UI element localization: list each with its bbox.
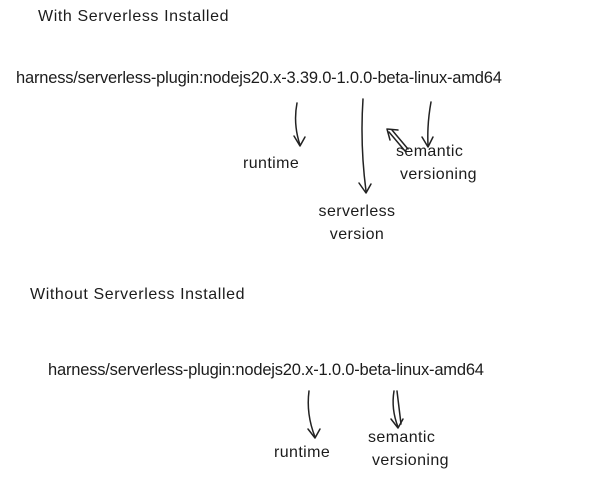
semantic-versioning-arrow-2 <box>392 390 402 428</box>
semantic-versioning-label-2-line2: versioning <box>372 452 449 469</box>
runtime-arrow-2 <box>307 390 316 438</box>
semantic-versioning-arrow <box>427 101 432 146</box>
section-heading-without-serverless: Without Serverless Installed <box>30 286 246 303</box>
semantic-versioning-label-line1: semantic <box>396 143 464 160</box>
serverless-version-label-line2: version <box>329 226 385 243</box>
serverless-version-label: serverless version <box>306 200 408 246</box>
image-tag-without-serverless: harness/serverless-plugin:nodejs20.x-1.0… <box>48 361 484 379</box>
semantic-pointer-arrowhead-icon <box>386 128 399 141</box>
runtime-arrow <box>294 102 301 146</box>
semantic-versioning-label-line2: versioning <box>400 166 477 183</box>
semantic-versioning-label-2: semantic versioning <box>368 426 449 472</box>
serverless-version-arrowhead-icon <box>358 182 372 194</box>
runtime-label-2: runtime <box>274 444 331 461</box>
runtime-arrowhead-icon <box>293 135 306 147</box>
runtime-arrowhead-2-icon <box>307 428 321 439</box>
semantic-versioning-label: semantic versioning <box>396 140 477 186</box>
runtime-label: runtime <box>243 155 300 172</box>
section-heading-with-serverless: With Serverless Installed <box>38 8 230 25</box>
serverless-version-arrow <box>361 98 367 192</box>
serverless-version-label-line1: serverless <box>318 203 396 220</box>
image-tag-with-serverless: harness/serverless-plugin:nodejs20.x-3.3… <box>16 69 502 87</box>
semantic-versioning-label-2-line1: semantic <box>368 429 436 446</box>
